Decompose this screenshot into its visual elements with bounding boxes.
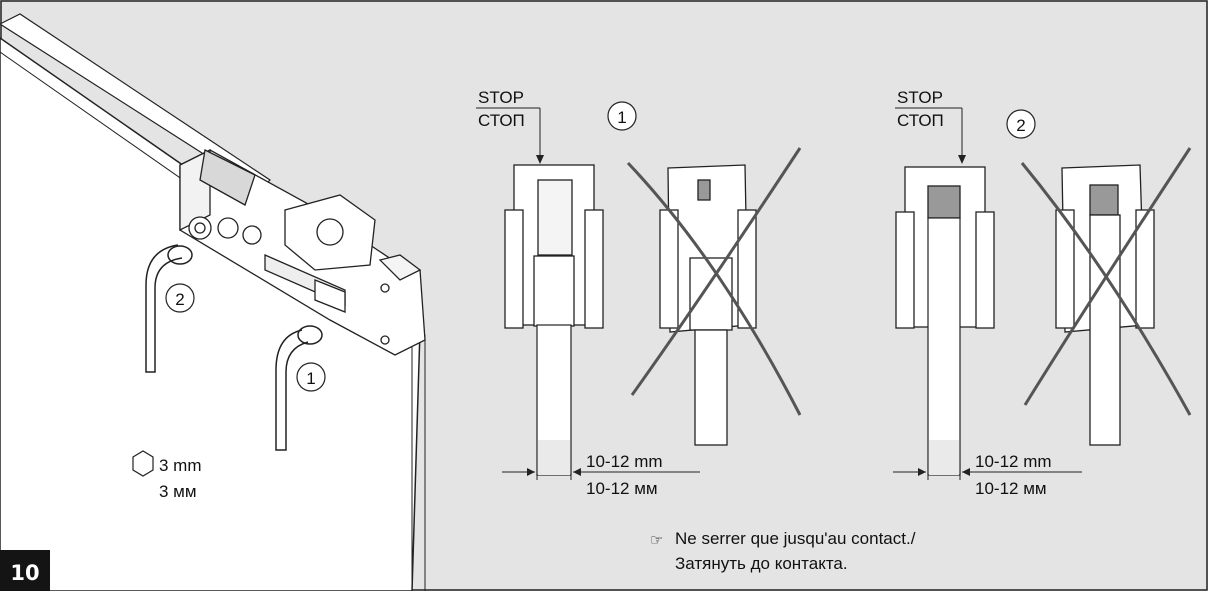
detail-2-dim-arrowhead-left xyxy=(918,468,926,476)
detail-1-correct-clamp xyxy=(504,164,604,329)
detail-2-dim-arrowhead-right xyxy=(962,468,970,476)
detail-2-wrong-clamp xyxy=(1055,164,1155,446)
detail-2-stop-arrowhead xyxy=(958,155,966,164)
detail-1-glass-fade xyxy=(538,440,570,475)
hex-key-size-fr: 3 mm xyxy=(159,456,202,475)
detail-2-stop-fr: STOP xyxy=(897,88,943,107)
detail-2-gap-fr: 10-12 mm xyxy=(975,452,1052,471)
figure-number: 10 xyxy=(10,561,39,585)
detail-1-stop-arrowhead xyxy=(536,155,544,164)
detail-2-group: STOP СТОП 2 10-1 xyxy=(893,88,1192,498)
fitting-assembly xyxy=(179,148,426,356)
detail-1-dim-arrowhead-right xyxy=(573,468,581,476)
detail-1-stop-fr: STOP xyxy=(478,88,524,107)
hexagon-icon xyxy=(132,450,154,477)
detail-1-group: STOP СТОП 1 xyxy=(476,88,802,498)
note-line-2: Затянуть до контакта. xyxy=(675,554,848,573)
detail-2-glass xyxy=(927,217,961,476)
detail-2-stop-ru: СТОП xyxy=(897,111,944,130)
detail-2-glass-fade xyxy=(929,440,959,475)
hex-key-size-ru: 3 мм xyxy=(159,482,197,501)
detail-2-correct-clamp xyxy=(895,166,995,329)
top-rail xyxy=(0,13,271,191)
hex-key-2 xyxy=(145,244,193,373)
callout-1-left: 1 xyxy=(296,362,326,392)
detail-1-callout-circle xyxy=(607,101,637,131)
detail-1-cross-b xyxy=(630,147,802,396)
detail-2-cross-b xyxy=(1023,147,1192,406)
figure-number-badge xyxy=(0,550,50,591)
detail-1-wrong-clamp xyxy=(659,164,757,446)
detail-1-dim-arrowhead-left xyxy=(527,468,535,476)
note-line-1: Ne serrer que jusqu'au contact./ xyxy=(675,529,916,548)
callout-2-left: 2 xyxy=(165,283,195,313)
detail-1-stop-ru: СТОП xyxy=(478,111,525,130)
callout-2-left-label: 2 xyxy=(175,290,184,309)
detail-1-gap-ru: 10-12 мм xyxy=(586,479,658,498)
detail-1-callout: 1 xyxy=(617,108,626,127)
detail-2-callout-circle xyxy=(1006,109,1036,139)
detail-2-callout: 2 xyxy=(1016,116,1025,135)
detail-1-gap-fr: 10-12 mm xyxy=(586,452,663,471)
tightening-note: ☞ Ne serrer que jusqu'au contact./ Затян… xyxy=(650,529,916,573)
callout-1-left-label: 1 xyxy=(306,369,315,388)
pointing-hand-icon: ☞ xyxy=(650,532,663,549)
detail-2-gap-ru: 10-12 мм xyxy=(975,479,1047,498)
detail-2-cross-a xyxy=(1020,162,1192,416)
hex-key-1 xyxy=(275,325,323,451)
